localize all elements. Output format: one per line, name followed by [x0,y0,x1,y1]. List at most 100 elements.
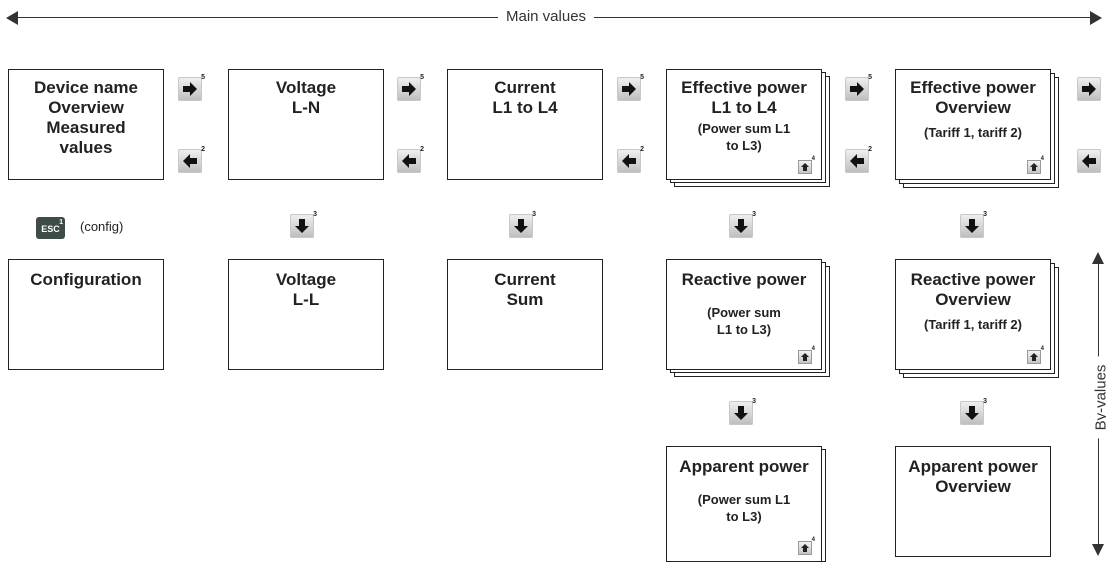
by-axis-up-arrowhead [1092,252,1104,264]
configuration-card[interactable]: Configuration [8,259,164,370]
left-arrow-icon [402,154,416,168]
effective-power-title: Effective power L1 to L4 [681,78,807,117]
effective-power-subtitle: (Power sum L1 to L3) [697,121,791,153]
apparent-overview-title: Apparent power Overview [908,457,1038,496]
right-arrow-icon [850,82,864,96]
right-number: 5 [640,74,644,81]
up-arrow-icon [801,544,809,552]
voltage-ln-title: Voltage L-N [275,78,337,117]
right-button-2[interactable]: 5 [397,74,424,101]
right-arrow-icon [402,82,416,96]
down-button-voltage[interactable]: 3 [290,211,317,238]
right-button-5[interactable] [1077,77,1101,101]
right-button-3[interactable]: 5 [617,74,644,101]
by-values-label: By-values [1092,356,1106,439]
apparent-power-title: Apparent power [679,457,809,476]
up-arrow-icon [801,353,809,361]
up-number: 4 [1040,346,1044,352]
left-arrow-icon [850,154,864,168]
down-arrow-icon [514,219,528,233]
config-label: (config) [80,219,124,234]
up-arrow-icon [1030,163,1038,171]
reactive-overview-title: Reactive power Overview [910,270,1036,309]
down-button-current[interactable]: 3 [509,211,536,238]
down-button-effective-overview[interactable]: 3 [960,211,987,238]
down-arrow-icon [965,406,979,420]
right-arrow-icon [183,82,197,96]
up-arrow-icon [801,163,809,171]
left-number: 2 [420,146,424,153]
reactive-overview-subtitle: (Tariff 1, tariff 2) [924,317,1022,332]
down-button-reactive-overview[interactable]: 3 [960,398,987,425]
left-button-5[interactable] [1077,149,1101,173]
down-arrow-icon [965,219,979,233]
down-arrow-icon [295,219,309,233]
current-l1l4-card[interactable]: Current L1 to L4 [447,69,603,180]
reactive-overview-up-button[interactable]: 4 [1027,346,1044,364]
down-number: 3 [983,398,987,405]
up-number: 4 [1040,156,1044,162]
effective-overview-up-button[interactable]: 4 [1027,156,1044,174]
current-l1l4-title: Current L1 to L4 [492,78,558,117]
down-number: 3 [532,211,536,218]
voltage-ln-card[interactable]: Voltage L-N [228,69,384,180]
down-number: 3 [752,398,756,405]
overview-card[interactable]: Device name Overview Measured values [8,69,164,180]
current-sum-title: Current Sum [494,270,556,309]
effective-overview-subtitle: (Tariff 1, tariff 2) [924,125,1022,140]
main-axis-right-arrowhead [1090,11,1102,25]
apparent-power-subtitle: (Power sum L1 to L3) [697,492,791,524]
up-arrow-icon [1030,353,1038,361]
up-number: 4 [811,156,815,162]
main-values-label: Main values [498,8,595,25]
voltage-ll-title: Voltage L-L [275,270,337,309]
right-number: 5 [201,74,205,81]
apparent-power-card[interactable]: Apparent power (Power sum L1 to L3) 4 [666,446,822,562]
effective-power-up-button[interactable]: 4 [798,156,815,174]
reactive-power-up-button[interactable]: 4 [798,346,815,364]
reactive-overview-card[interactable]: Reactive power Overview (Tariff 1, tarif… [895,259,1051,370]
down-number: 3 [983,211,987,218]
left-number: 2 [201,146,205,153]
main-axis-left-arrowhead [6,11,18,25]
reactive-power-subtitle: (Power sum L1 to L3) [707,305,781,337]
reactive-power-card[interactable]: Reactive power (Power sum L1 to L3) 4 [666,259,822,370]
down-number: 3 [313,211,317,218]
current-sum-card[interactable]: Current Sum [447,259,603,370]
left-number: 2 [868,146,872,153]
down-button-effective[interactable]: 3 [729,211,756,238]
left-button-3[interactable]: 2 [617,146,644,173]
down-arrow-icon [734,219,748,233]
voltage-ll-card[interactable]: Voltage L-L [228,259,384,370]
left-arrow-icon [622,154,636,168]
effective-overview-title: Effective power Overview [910,78,1036,117]
reactive-power-title: Reactive power [681,270,807,289]
up-number: 4 [811,537,815,543]
down-button-reactive[interactable]: 3 [729,398,756,425]
by-axis-down-arrowhead [1092,544,1104,556]
right-arrow-icon [1082,82,1096,96]
apparent-power-up-button[interactable]: 4 [798,537,815,555]
left-button-4[interactable]: 2 [845,146,872,173]
right-button-4[interactable]: 5 [845,74,872,101]
left-button-2[interactable]: 2 [397,146,424,173]
left-arrow-icon [1082,154,1096,168]
esc-key[interactable]: ESC 1 [36,217,65,239]
esc-key-number: 1 [59,219,63,226]
down-number: 3 [752,211,756,218]
right-number: 5 [868,74,872,81]
left-number: 2 [640,146,644,153]
right-button-1[interactable]: 5 [178,74,205,101]
right-number: 5 [420,74,424,81]
right-arrow-icon [622,82,636,96]
apparent-overview-card[interactable]: Apparent power Overview [895,446,1051,557]
esc-key-label: ESC [41,224,60,234]
effective-overview-card[interactable]: Effective power Overview (Tariff 1, tari… [895,69,1051,180]
configuration-title: Configuration [30,270,142,289]
down-arrow-icon [734,406,748,420]
left-button-1[interactable]: 2 [178,146,205,173]
up-number: 4 [811,346,815,352]
effective-power-card[interactable]: Effective power L1 to L4 (Power sum L1 t… [666,69,822,180]
left-arrow-icon [183,154,197,168]
overview-card-title: Device name Overview Measured values [34,78,138,157]
